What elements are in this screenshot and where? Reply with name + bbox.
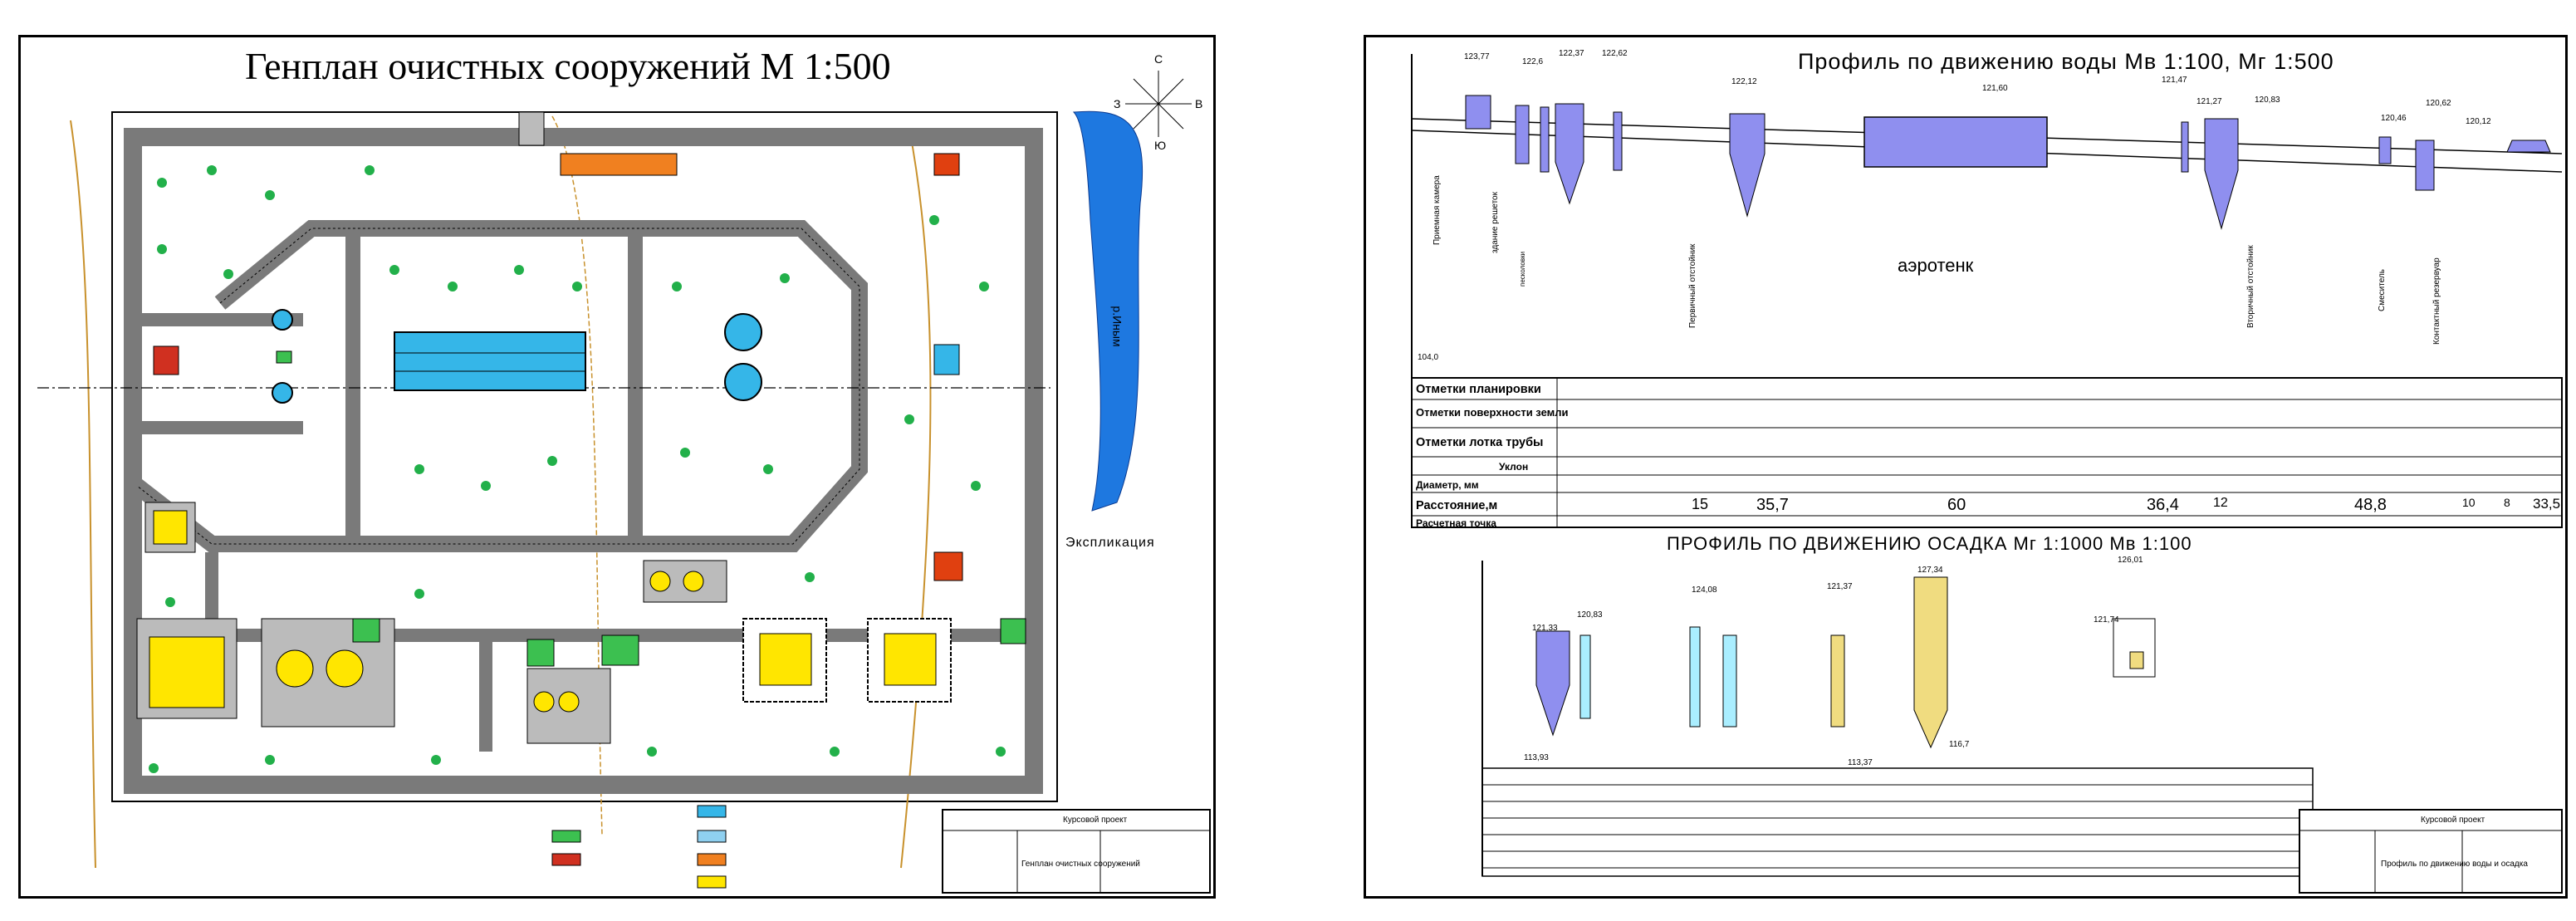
legend-title: Экспликация — [1065, 536, 1155, 550]
structure-label: здание решеток — [1491, 192, 1500, 253]
profile-stamp-project: Курсовой проект — [2421, 816, 2485, 825]
distance-value: 60 — [1947, 496, 1966, 514]
elev-label: 122,12 — [1731, 77, 1757, 86]
row-label-diameter: Диаметр, мм — [1416, 479, 1479, 491]
aerotank-label: аэротенк — [1898, 255, 1974, 276]
structure-label: Вторичный отстойник — [2246, 245, 2255, 328]
sludge-elev-label: 121,37 — [1827, 582, 1853, 591]
sludge-elev-label: 126,01 — [2118, 556, 2143, 565]
sludge-profile-title: ПРОФИЛЬ ПО ДВИЖЕНИЮ ОСАДКА Мг 1:1000 Мв … — [1667, 533, 2192, 554]
datum-label: 104,0 — [1418, 353, 1439, 362]
sludge-elev-label: 113,37 — [1848, 758, 1873, 767]
elev-label: 123,77 — [1464, 52, 1490, 61]
row-label-planning: Отметки планировки — [1416, 383, 1541, 396]
distance-value: 15 — [1692, 496, 1709, 512]
structure-label: Контактный резервуар — [2432, 257, 2441, 345]
profile-stamp-sheet: Профиль по движению воды и осадка — [2381, 860, 2528, 869]
distance-value: 33,5 — [2533, 496, 2561, 512]
genplan-stamp-sheet: Генплан очистных сооружений — [1021, 860, 1140, 869]
structure-label: Первичный отстойник — [1688, 243, 1697, 328]
elev-label: 122,37 — [1559, 49, 1584, 58]
row-label-distance: Расстояние,м — [1416, 499, 1498, 512]
river-label: р.Иным — [1110, 306, 1124, 347]
structure-label: песколовки — [1519, 251, 1526, 287]
genplan-title: Генплан очистных сооружений М 1:500 — [245, 45, 891, 87]
sludge-elev-label: 121,74 — [2094, 615, 2119, 625]
genplan-sheet: Генплан очистных сооружений М 1:500 — [18, 35, 1216, 899]
water-profile-title: Профиль по движению воды Мв 1:100, Мг 1:… — [1798, 49, 2334, 74]
sludge-elev-label: 116,7 — [1949, 740, 1970, 749]
sludge-elev-label: 120,83 — [1577, 610, 1603, 620]
sludge-elev-label: 127,34 — [1917, 566, 1943, 575]
sludge-elev-label: 124,08 — [1692, 585, 1717, 595]
profile-sheet: Профиль по движению воды Мв 1:100, Мг 1:… — [1364, 35, 2568, 899]
profile-drawing — [1411, 54, 2563, 894]
row-label-ground: Отметки поверхности земли — [1416, 406, 1569, 419]
elev-label: 121,47 — [2162, 76, 2187, 85]
genplan-drawing — [37, 71, 1211, 894]
compass-west: З — [1114, 97, 1121, 110]
distance-value: 48,8 — [2354, 496, 2387, 514]
row-label-tray: Отметки лотка трубы — [1416, 436, 1544, 449]
elev-label: 121,60 — [1982, 84, 2008, 93]
compass-north: С — [1154, 52, 1163, 66]
elev-label: 122,6 — [1522, 57, 1544, 66]
distance-value: 35,7 — [1756, 496, 1789, 514]
distance-value: 12 — [2213, 496, 2228, 510]
row-label-calc-point: Расчетная точка — [1416, 517, 1496, 529]
distance-value: 36,4 — [2147, 496, 2179, 514]
sludge-elev-label: 113,93 — [1524, 753, 1549, 762]
elev-label: 120,83 — [2255, 96, 2280, 105]
elev-label: 122,62 — [1602, 49, 1628, 58]
compass-east: В — [1195, 97, 1203, 110]
distance-value: 10 — [2462, 496, 2476, 509]
elev-label: 120,62 — [2426, 99, 2451, 108]
structure-label: Приемная камера — [1432, 175, 1442, 245]
distance-value: 8 — [2504, 496, 2510, 509]
row-label-slope: Уклон — [1499, 461, 1529, 473]
elev-label: 120,12 — [2466, 117, 2491, 126]
structure-label: Смеситель — [2378, 269, 2387, 311]
elev-label: 120,46 — [2381, 114, 2407, 123]
sludge-elev-label: 121,33 — [1532, 624, 1558, 633]
compass-south: Ю — [1154, 139, 1167, 152]
elev-label: 121,27 — [2196, 97, 2222, 106]
genplan-stamp-project: Курсовой проект — [1063, 816, 1128, 825]
